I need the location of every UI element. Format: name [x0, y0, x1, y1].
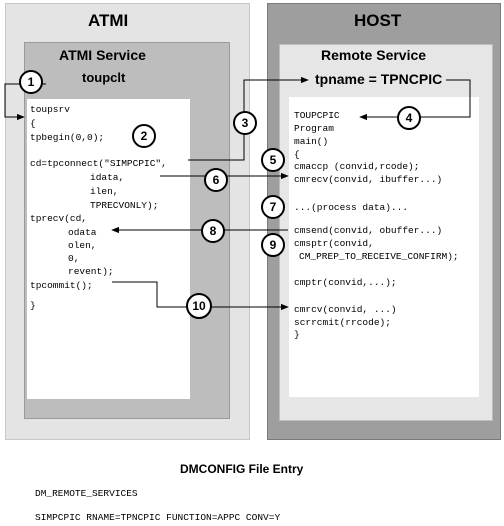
step-7-circle — [261, 195, 285, 219]
code-line: Program — [294, 123, 334, 134]
arrow-step-10 — [112, 281, 289, 311]
atmi-title: ATMI — [88, 11, 129, 30]
code-line: idata, — [90, 172, 125, 183]
step-5-label: 5 — [270, 153, 277, 167]
tpname-label: tpname = TPNCPIC — [315, 71, 443, 87]
code-line: 0, — [68, 253, 80, 264]
code-line: tpcommit(); — [30, 280, 93, 291]
code-line: cmrecv(convid, ibuffer...) — [294, 174, 443, 185]
code-line: cmptr(convid,...); — [294, 277, 397, 288]
step-4-circle — [397, 106, 421, 130]
code-line: { — [30, 118, 36, 129]
step-10-label: 10 — [192, 299, 206, 313]
atmi-code-box — [27, 99, 190, 399]
step-3-label: 3 — [242, 116, 249, 130]
code-line: } — [30, 300, 36, 311]
step-2-circle — [132, 124, 156, 148]
code-line: toupsrv — [30, 104, 70, 115]
host-code-box — [289, 97, 479, 397]
code-line: tpbegin(0,0); — [30, 132, 105, 143]
step-9-circle — [261, 233, 285, 257]
step-8-circle — [201, 219, 225, 243]
step-6-circle — [204, 168, 228, 192]
code-line: ...(process data)... — [294, 202, 409, 213]
step-3-circle — [233, 111, 257, 135]
code-line: CM_PREP_TO_RECEIVE_CONFIRM); — [299, 251, 459, 262]
code-line: olen, — [68, 240, 97, 251]
code-line: TPRECVONLY); — [90, 200, 159, 211]
dmconfig-line-1: DM_REMOTE_SERVICES — [35, 488, 138, 499]
step-6-label: 6 — [213, 173, 220, 187]
step-8-label: 8 — [210, 224, 217, 238]
step-7-label: 7 — [270, 200, 277, 214]
code-line: ilen, — [90, 186, 119, 197]
step-1-label: 1 — [28, 75, 35, 89]
step-5-circle — [261, 148, 285, 172]
atmi-service-title: ATMI Service — [59, 47, 146, 63]
atmi-service-name: toupclt — [82, 70, 126, 85]
code-line: cmrcv(convid, ...) — [294, 304, 397, 315]
code-line: } — [294, 329, 300, 340]
code-line: tprecv(cd, — [30, 213, 88, 224]
remote-service-title: Remote Service — [321, 47, 427, 63]
code-line: { — [294, 149, 300, 160]
step-1-circle — [19, 70, 43, 94]
code-line: revent); — [68, 266, 114, 277]
code-line: main() — [294, 136, 329, 147]
host-title: HOST — [354, 11, 402, 30]
step-10-circle — [186, 293, 212, 319]
code-line: cmsend(convid, obuffer...) — [294, 225, 443, 236]
code-line: scrrcmit(rrcode); — [294, 317, 391, 328]
step-2-label: 2 — [141, 129, 148, 143]
dmconfig-line-2: SIMPCPIC RNAME=TPNCPIC FUNCTION=APPC CON… — [35, 512, 281, 523]
code-line: TOUPCPIC — [294, 110, 340, 121]
code-line: cmaccp (convid,rcode); — [294, 161, 420, 172]
step-9-label: 9 — [270, 238, 277, 252]
code-line: cmsptr(convid, — [294, 238, 374, 249]
code-line: odata — [68, 227, 97, 238]
code-line: cd=tpconnect("SIMPCPIC", — [30, 158, 167, 169]
dmconfig-heading: DMCONFIG File Entry — [180, 462, 304, 476]
step-4-label: 4 — [406, 111, 413, 125]
